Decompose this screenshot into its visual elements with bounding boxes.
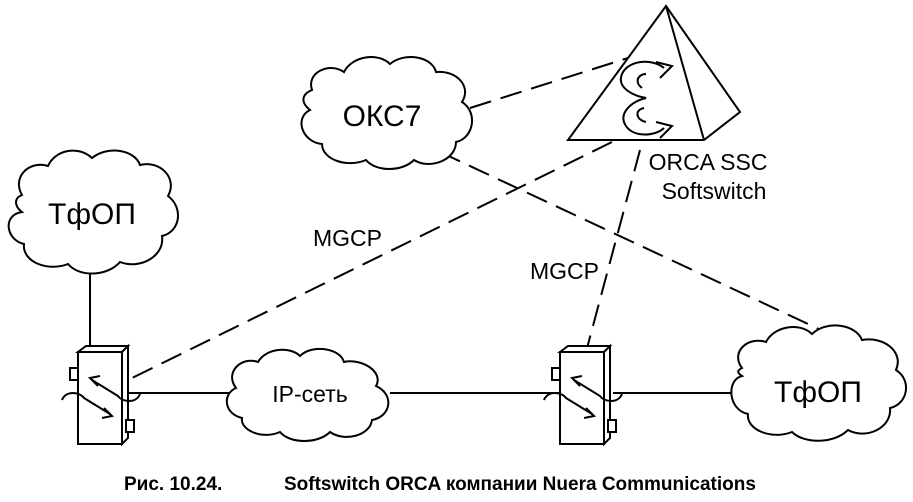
cloud-ip-network: IP-сеть <box>226 347 390 442</box>
cloud-ss7: ОКС7 <box>300 56 473 170</box>
mgcp-left-label: MGCP <box>313 225 382 251</box>
pstn-top-left-label: ТфОП <box>48 198 136 231</box>
pstn-right-label: ТфОП <box>774 376 862 409</box>
dashed-link-softswitch-gateway-left <box>127 141 613 381</box>
mgcp-right-label: MGCP <box>530 258 599 284</box>
softswitch-epsilon-icon <box>619 60 674 139</box>
dashed-link-softswitch-gateway-right <box>585 149 641 353</box>
dashed-link-ss7-pstn-right <box>439 151 839 339</box>
ip-network-label: IP-сеть <box>272 381 347 407</box>
softswitch-pyramid <box>566 4 742 141</box>
gateway-right <box>543 343 623 447</box>
gateway-left <box>61 343 141 447</box>
cloud-pstn-top-left: ТфОП <box>7 149 179 275</box>
dashed-link-ss7-softswitch <box>469 57 629 109</box>
cloud-pstn-right: ТфОП <box>730 324 907 442</box>
figure-number: Рис. 10.24. <box>124 474 222 495</box>
softswitch-label-line1: ORCA SSC <box>649 149 768 175</box>
figure-caption: Softswitch ORCA компании Nuera Communica… <box>284 474 756 495</box>
ss7-label: ОКС7 <box>343 100 422 133</box>
softswitch-label-line2: Softswitch <box>662 178 767 204</box>
